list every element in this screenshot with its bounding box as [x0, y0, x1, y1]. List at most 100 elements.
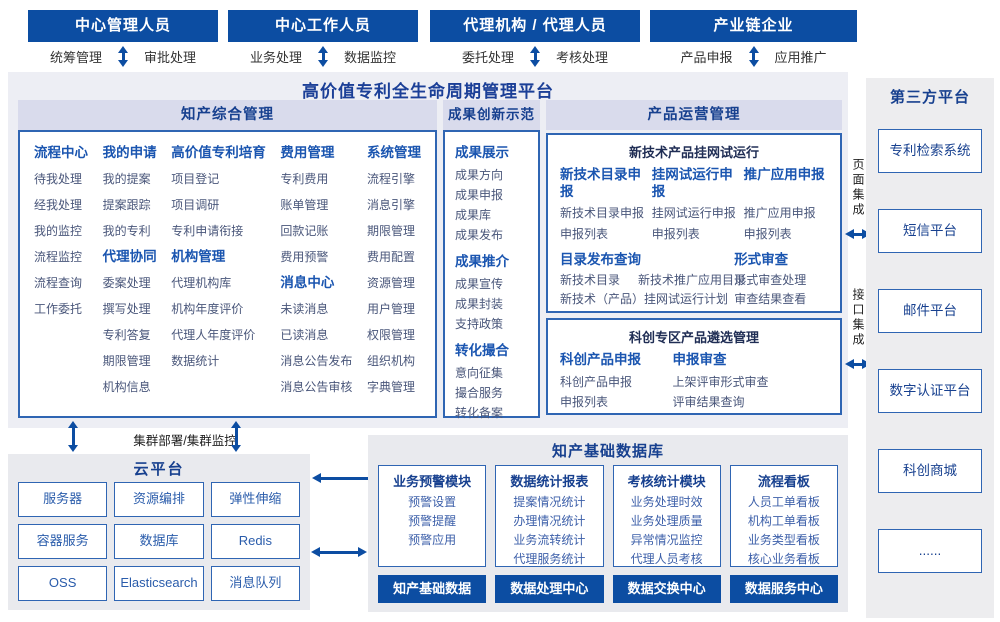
third-party-panel: 第三方平台 专利检索系统短信平台邮件平台数字认证平台科创商城...... [866, 78, 994, 618]
menu-column: 流程中心 待我处理经我处理我的监控流程监控流程查询工作委托 [34, 140, 88, 416]
third-party-box: 科创商城 [878, 449, 982, 493]
role-function-label: 数据监控 [344, 49, 397, 65]
menu-item: 已读消息 [280, 328, 329, 342]
module-item: 预警提醒 [408, 514, 457, 528]
platform-title: 高价值专利全生命周期管理平台 [302, 82, 554, 101]
section-product-ops: 产品运营管理 新技术产品挂网试运行 新技术目录申报 新技术目录申报申报列表 挂网… [546, 100, 842, 418]
menu-item-list: 委案处理撰写处理专利答复期限管理机构信息 [103, 270, 157, 400]
third-party-box: 邮件平台 [878, 289, 982, 333]
menu-item: 消息公告发布 [280, 354, 353, 368]
menu-item-list: 专利费用账单管理回款记账费用预警 [280, 166, 352, 270]
menu-item: 科创产品申报 [560, 375, 633, 389]
third-party-box: 数字认证平台 [878, 369, 982, 413]
menu-item: 数据统计 [171, 354, 220, 368]
menu-item: 挂网试运行申报 [651, 206, 736, 220]
section-body: 新技术产品挂网试运行 新技术目录申报 新技术目录申报申报列表 挂网试运行申报 挂… [546, 133, 842, 421]
left-arrow-icon [312, 473, 368, 483]
cloud-service-box: 数据库 [114, 524, 204, 559]
menu-item: 形式审查处理 [734, 273, 807, 287]
page-integration-label: 页面集成 [851, 158, 865, 218]
menu-item-list: 未读消息已读消息消息公告发布消息公告审核 [280, 296, 352, 400]
module-item: 业务处理质量 [630, 514, 703, 528]
database-panel: 知产基础数据库 业务预警模块 预警设置预警提醒预警应用 数据统计报表 提案情况统… [368, 435, 848, 612]
box-title: 新技术产品挂网试运行 [628, 145, 759, 160]
role-title: 中心管理人员 [28, 10, 218, 42]
role-title: 代理机构 / 代理人员 [430, 10, 640, 42]
data-center-bar: 知产基础数据 [378, 575, 487, 603]
module-box: 流程看板 人员工单看板机构工单看板业务类型看板核心业务看板 [729, 465, 838, 569]
section-title: 成果创新示范 [443, 100, 540, 130]
menu-item: 消息引擎 [366, 198, 415, 212]
menu-item: 评审结果查询 [672, 395, 745, 409]
role-functions: 委托处理 考核处理 [430, 42, 640, 70]
menu-item: 用户管理 [366, 302, 415, 316]
group-title: 成果展示 [455, 145, 509, 160]
menu-item-list: 上架评审形式审查评审结果查询 [673, 372, 828, 412]
role-function-label: 委托处理 [461, 49, 514, 65]
group-title: 目录发布查询 [560, 252, 641, 267]
module-item: 核心业务看板 [747, 552, 820, 566]
menu-item-list: 项目登记项目调研专利申请衔接 [171, 166, 266, 244]
cloud-service-box: Elasticsearch [114, 566, 204, 601]
database-footer-buttons: 知产基础数据数据处理中心数据交换中心数据服务中心 [378, 575, 838, 603]
section-title: 知产综合管理 [18, 100, 437, 130]
role-function-label: 考核处理 [556, 49, 609, 65]
module-box: 考核统计模块 业务处理时效业务处理质量异常情况监控代理人员考核 [612, 465, 721, 567]
group-title: 转化撮合 [455, 343, 509, 358]
role-functions: 统筹管理 审批处理 [28, 42, 218, 70]
group-title: 推广应用申报 [743, 167, 825, 182]
menu-item: 我的监控 [34, 224, 83, 238]
menu-item: 新技术目录申报 [560, 206, 645, 220]
module-item-list: 人员工单看板机构工单看板业务类型看板核心业务看板 [731, 493, 837, 569]
third-party-box: 专利检索系统 [878, 129, 982, 173]
section-achievement: 成果创新示范 成果展示 成果方向成果申报成果库成果发布 成果推介 成果宣传成果封… [443, 100, 540, 420]
cloud-service-box: OSS [18, 566, 108, 601]
menu-item: 申报列表 [560, 395, 609, 409]
menu-item: 专利申请衔接 [171, 224, 244, 238]
menu-item: 机构信息 [102, 380, 151, 394]
vertical-double-arrow-icon [118, 45, 128, 67]
role-block-enterprise: 产业链企业 产品申报 应用推广 [650, 10, 857, 70]
menu-column: 申报审查 上架评审形式审查评审结果查询 [673, 348, 828, 412]
menu-item: 提案跟踪 [102, 198, 151, 212]
data-center-bar: 数据服务中心 [729, 575, 838, 603]
menu-item: 账单管理 [280, 198, 329, 212]
menu-item-list: 待我处理经我处理我的监控流程监控流程查询工作委托 [34, 166, 88, 322]
group-title: 申报审查 [672, 352, 727, 367]
database-modules: 业务预警模块 预警设置预警提醒预警应用 数据统计报表 提案情况统计办理情况统计业… [378, 465, 838, 567]
menu-column: 形式审查 形式审查处理审查结果查看 [734, 249, 828, 309]
menu-item: 期限管理 [102, 354, 151, 368]
menu-item-list: 代理机构库机构年度评价代理人年度评价数据统计 [171, 270, 266, 374]
horizontal-double-arrow-icon [311, 547, 367, 557]
trial-run-box: 新技术产品挂网试运行 新技术目录申报 新技术目录申报申报列表 挂网试运行申报 挂… [546, 133, 842, 313]
menu-item: 组织机构 [366, 354, 415, 368]
module-item: 代理服务统计 [513, 552, 586, 566]
menu-column: 目录发布查询 新技术目录 新技术推广应用目录 新技术（产品）挂网试运行计划 [560, 249, 746, 309]
module-title: 流程看板 [757, 474, 810, 489]
menu-column: 新技术目录申报 新技术目录申报申报列表 [560, 166, 644, 245]
menu-item-list: 我的提案提案跟踪我的专利 [103, 166, 157, 244]
menu-column: 系统管理 流程引擎消息引擎期限管理费用配置资源管理用户管理权限管理组织机构字典管… [367, 140, 421, 416]
module-item: 预警应用 [408, 533, 457, 547]
cloud-service-box: 容器服务 [18, 524, 108, 559]
menu-item: 申报列表 [651, 227, 700, 241]
menu-item: 代理机构库 [171, 276, 232, 290]
box-title: 科创专区产品遴选管理 [628, 330, 759, 345]
menu-column: 挂网试运行申报 挂网试运行申报申报列表 [652, 166, 736, 245]
module-item: 办理情况统计 [513, 514, 586, 528]
module-item-list: 预警设置预警提醒预警应用 [379, 493, 485, 550]
module-item: 预警设置 [408, 495, 457, 509]
module-title: 考核统计模块 [627, 474, 706, 489]
menu-column: 我的申请 我的提案提案跟踪我的专利 代理协同 委案处理撰写处理专利答复期限管理机… [103, 140, 157, 416]
menu-item-list: 成果方向成果申报成果库成果发布 [455, 165, 538, 245]
section-title: 产品运营管理 [546, 100, 842, 130]
module-box: 业务预警模块 预警设置预警提醒预警应用 [378, 465, 487, 567]
cloud-service-box: 资源编排 [114, 482, 204, 517]
menu-item: 新技术目录 [560, 273, 621, 287]
menu-item: 审查结果查看 [734, 292, 807, 306]
menu-item: 回款记账 [280, 224, 329, 238]
module-item: 异常情况监控 [630, 533, 703, 547]
menu-item: 流程查询 [34, 276, 83, 290]
